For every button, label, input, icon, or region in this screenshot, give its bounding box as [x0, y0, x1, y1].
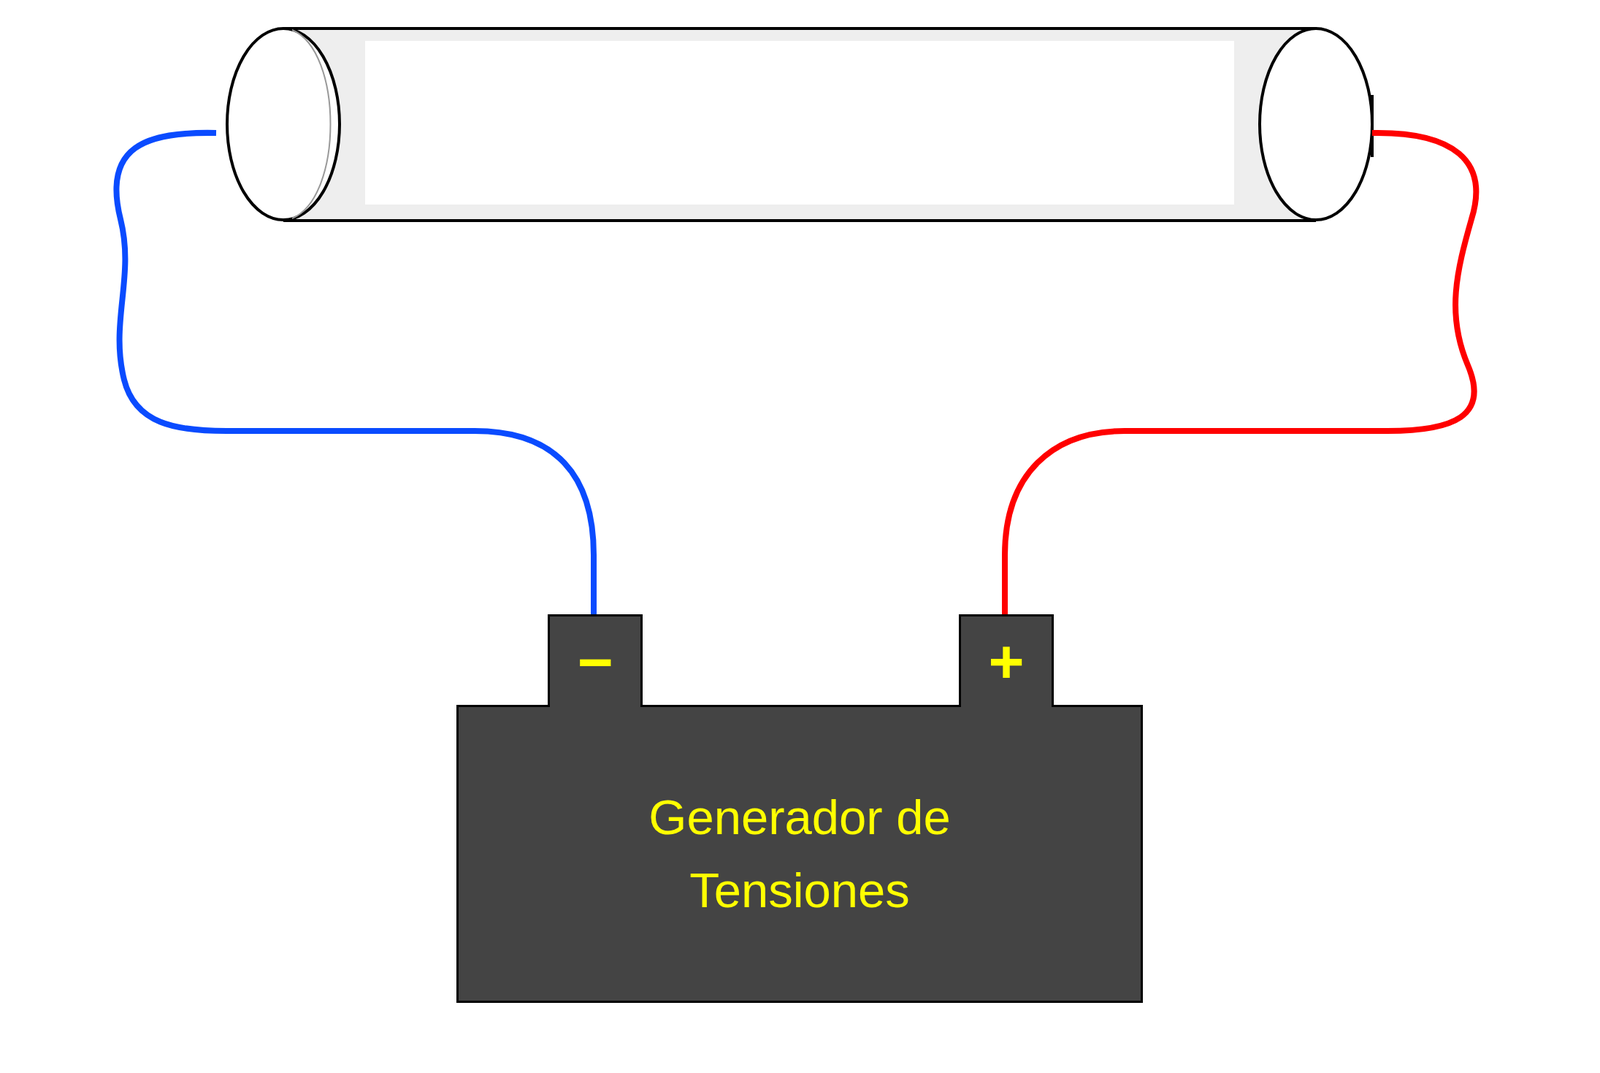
terminal-sign: +	[966, 628, 1047, 695]
generator-body: Generador de Tensiones	[456, 704, 1143, 1003]
tube-inner-edge	[292, 29, 331, 219]
positive-wire	[1004, 132, 1476, 620]
tube-edge	[283, 27, 1316, 30]
glass-tube	[227, 27, 1373, 222]
tube-end	[227, 28, 340, 220]
terminal-sign: −	[554, 628, 636, 695]
tube-body	[283, 27, 1316, 222]
generator-label: Generador de Tensiones	[609, 780, 990, 927]
tube-highlight	[365, 40, 1235, 205]
tube-end	[1259, 28, 1373, 220]
electrode-contact	[1370, 94, 1374, 158]
tube-edge	[283, 219, 1316, 222]
positive-terminal: +	[958, 614, 1054, 707]
negative-terminal: −	[547, 614, 643, 707]
negative-wire	[116, 132, 594, 620]
